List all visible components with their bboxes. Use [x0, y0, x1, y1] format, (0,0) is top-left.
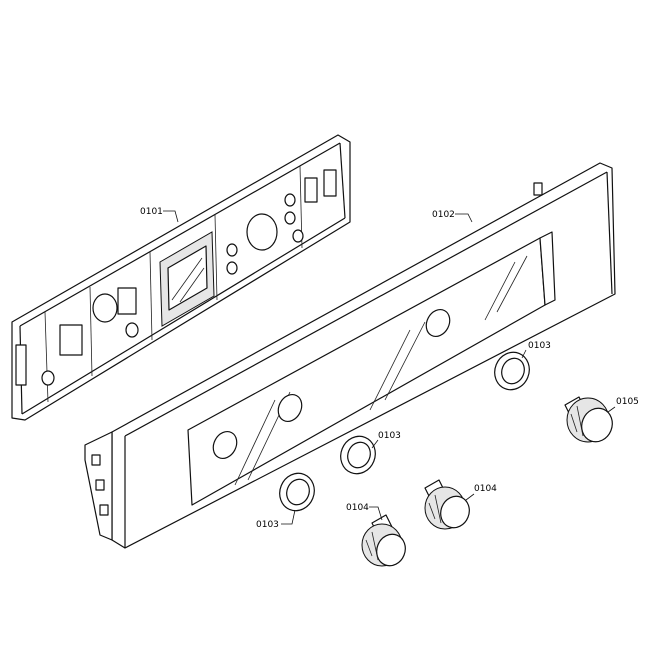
- ring-0103-c: [279, 472, 315, 512]
- callout-0101: 0101: [140, 207, 179, 223]
- label-0103-a: 0103: [528, 341, 551, 351]
- ring-0103-b: [340, 435, 376, 475]
- callout-0105: 0105: [607, 397, 639, 413]
- label-0103-c: 0103: [256, 520, 279, 530]
- label-0105: 0105: [616, 397, 639, 407]
- label-0104-b: 0104: [474, 484, 497, 494]
- part-0101-rear-frame: [11, 134, 351, 421]
- callout-0103-b: 0103: [371, 431, 401, 449]
- label-0102: 0102: [432, 210, 455, 220]
- knob-0104-a: [361, 514, 406, 567]
- callout-0104-a: 0104: [346, 503, 383, 521]
- knob-0104-b: [424, 479, 470, 530]
- callout-0102: 0102: [432, 210, 473, 223]
- part-0102-front-panel: [84, 162, 616, 549]
- label-0104-a: 0104: [346, 503, 369, 513]
- callout-0103-c: 0103: [256, 509, 296, 530]
- callout-0104-b: 0104: [465, 484, 497, 501]
- knob-0105: [564, 396, 613, 443]
- label-0101: 0101: [140, 207, 163, 217]
- label-0103-b: 0103: [378, 431, 401, 441]
- callout-0103-a: 0103: [521, 341, 551, 359]
- ring-0103-a: [494, 351, 530, 391]
